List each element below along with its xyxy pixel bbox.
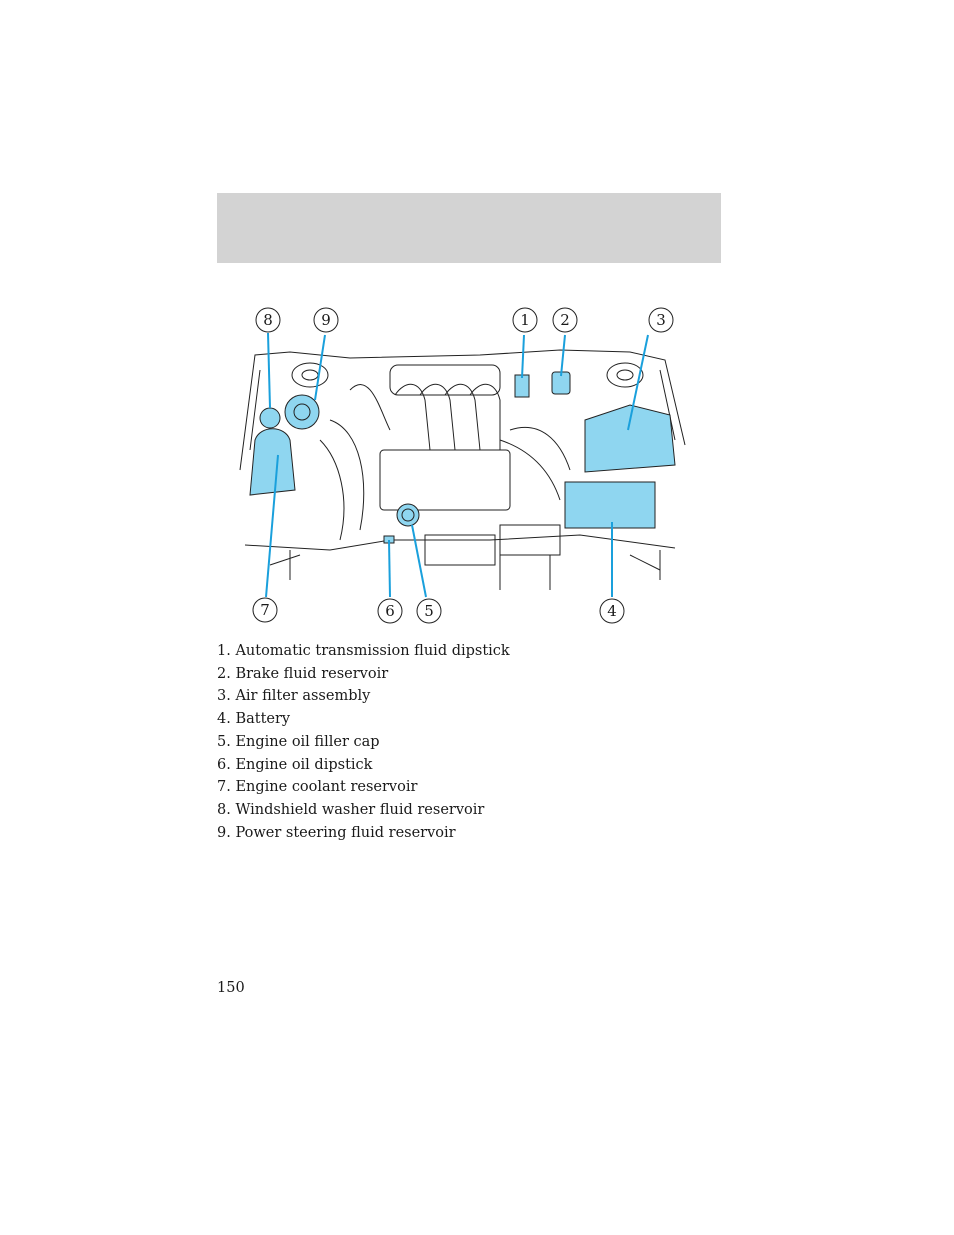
highlighted-components — [249, 371, 676, 544]
svg-text:7: 7 — [260, 601, 270, 619]
callout-8: 8 — [255, 307, 281, 333]
svg-text:3: 3 — [656, 311, 666, 329]
washer-reservoir-shape — [249, 428, 296, 496]
legend-item: 3. Air filter assembly — [217, 688, 371, 705]
svg-text:1: 1 — [520, 311, 530, 329]
callout-numbers: 8 9 1 2 3 7 6 5 — [252, 307, 674, 624]
engine-compartment-diagram: 8 9 1 2 3 7 6 5 — [239, 307, 686, 624]
component-legend: 1. Automatic transmission fluid dipstick… — [217, 640, 510, 844]
callout-7: 7 — [252, 597, 278, 623]
legend-item: 5. Engine oil filler cap — [217, 733, 380, 750]
legend-item: 9. Power steering fluid reservoir — [217, 824, 456, 841]
callout-4: 4 — [599, 598, 625, 624]
legend-item: 1. Automatic transmission fluid dipstick — [217, 643, 510, 659]
svg-text:6: 6 — [385, 602, 395, 620]
svg-text:8: 8 — [263, 311, 273, 329]
legend-item: 2. Brake fluid reservoir — [217, 665, 389, 682]
callout-3: 3 — [648, 307, 674, 333]
callout-5: 5 — [416, 598, 442, 624]
callout-2: 2 — [552, 307, 578, 333]
callout-leader-lines — [265, 332, 649, 598]
engine-bay-outline — [239, 349, 686, 590]
callout-6: 6 — [377, 598, 403, 624]
power-steering-reservoir-shape — [284, 394, 320, 430]
svg-text:4: 4 — [607, 602, 617, 620]
callout-1: 1 — [512, 307, 538, 333]
legend-item: 6. Engine oil dipstick — [217, 756, 373, 773]
page-number: 150 — [217, 980, 245, 996]
air-filter-shape — [584, 404, 676, 473]
section-header-band — [217, 193, 721, 263]
oil-filler-cap-shape — [396, 503, 420, 527]
svg-text:5: 5 — [424, 602, 434, 620]
washer-cap-shape — [259, 407, 281, 429]
legend-item: 4. Battery — [217, 711, 291, 728]
svg-text:9: 9 — [321, 311, 331, 329]
callout-9: 9 — [313, 307, 339, 333]
legend-item: 7. Engine coolant reservoir — [217, 779, 418, 796]
transmission-dipstick-shape — [514, 374, 530, 398]
battery-shape — [564, 481, 656, 529]
legend-item: 8. Windshield washer fluid reservoir — [217, 801, 485, 818]
svg-text:2: 2 — [560, 311, 570, 329]
